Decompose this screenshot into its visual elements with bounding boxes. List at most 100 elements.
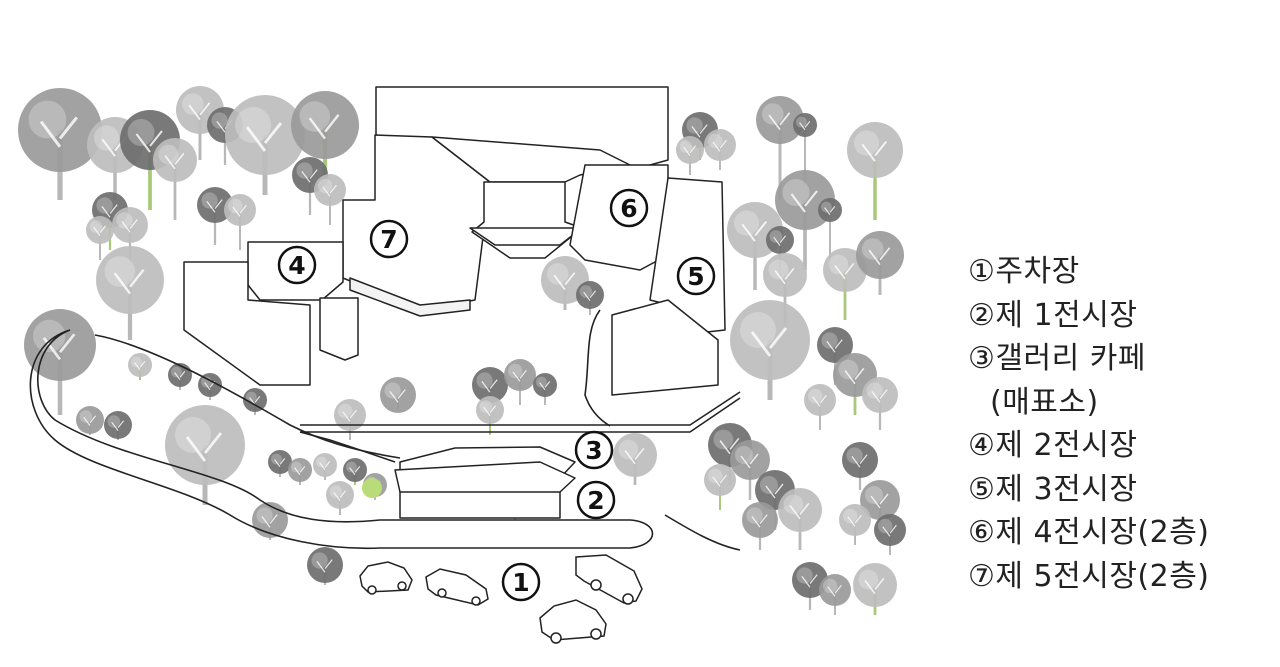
marker-cafe: 3	[574, 430, 614, 470]
path-upper-2	[300, 397, 741, 433]
tree-icon	[291, 91, 359, 185]
marker-gallery-1: 2	[576, 480, 616, 520]
tree-icon	[704, 464, 736, 510]
tree-icon	[243, 388, 267, 415]
access-road	[29, 329, 654, 550]
tree-icon	[778, 488, 822, 550]
tree-icon	[307, 547, 343, 585]
tree-icon	[819, 574, 851, 615]
tree-icon	[804, 384, 836, 430]
tree-icon	[504, 359, 536, 405]
marker-label: 3	[585, 436, 602, 465]
marker-gallery-5: 7	[369, 219, 409, 259]
car-icon	[425, 568, 489, 606]
tree-icon	[314, 174, 346, 225]
tree-icon	[96, 246, 164, 340]
legend-item-gallery-2: ④제 2전시장	[968, 428, 1138, 463]
tree-icon	[874, 514, 906, 555]
walkway	[584, 309, 611, 427]
east-curb	[664, 514, 741, 551]
tree-icon	[104, 411, 132, 440]
center-court	[471, 181, 583, 259]
tree-icon	[18, 88, 102, 200]
marker-gallery-2: 4	[277, 245, 317, 285]
center-steps	[469, 227, 583, 246]
tree-icon	[197, 187, 233, 245]
marker-label: 5	[687, 262, 704, 291]
tree-icon	[742, 502, 778, 550]
tree-icon	[76, 406, 104, 435]
map-legend: ①주차장 ②제 1전시장 ③갤러리 카페 (매표소) ④제 2전시장 ⑤제 3전…	[968, 250, 1268, 598]
marker-gallery-4: 6	[609, 188, 649, 228]
legend-item-ticket-office: (매표소)	[990, 384, 1099, 420]
tree-icon	[86, 216, 114, 260]
cars-layer	[359, 554, 643, 644]
tree-icon	[313, 453, 337, 480]
tree-icon	[792, 562, 828, 610]
marker-gallery-3: 5	[676, 256, 716, 296]
tree-icon	[128, 353, 152, 380]
tree-icon	[224, 194, 256, 250]
tree-icon	[225, 95, 305, 195]
annex-left	[183, 261, 311, 386]
tree-icon	[380, 377, 416, 413]
tree-icon	[198, 373, 222, 400]
tree-icon	[533, 373, 557, 405]
legend-item-gallery-5: ⑦제 5전시장(2층)	[968, 558, 1210, 594]
tree-icon	[847, 122, 903, 220]
car-icon	[359, 561, 413, 595]
tree-icon	[613, 433, 657, 485]
tree-icon	[476, 396, 504, 435]
tree-icon	[268, 450, 292, 477]
tree-icon	[168, 363, 192, 390]
tree-icon	[176, 86, 224, 160]
tree-icon	[756, 96, 804, 200]
road-inner	[94, 334, 401, 459]
buildings-layer	[183, 86, 726, 519]
legend-item-gallery-1: ②제 1전시장	[968, 297, 1138, 333]
trees-layer	[18, 86, 906, 615]
marker-parking: 1	[501, 562, 541, 602]
path-upper	[300, 391, 741, 426]
stairs	[299, 431, 396, 463]
tree-icon	[730, 440, 770, 500]
tree-icon	[856, 231, 904, 295]
tree-icon	[576, 281, 604, 315]
roads-layer	[29, 309, 741, 551]
legend-item-gallery-cafe: ③갤러리 카페	[968, 341, 1146, 376]
tree-icon	[853, 563, 897, 615]
tree-icon	[839, 504, 871, 545]
marker-label: 7	[380, 225, 397, 254]
cafe-roof	[394, 461, 576, 493]
tree-icon	[823, 248, 867, 320]
tree-icon	[472, 367, 508, 415]
tree-icon	[818, 198, 842, 270]
tree-icon	[343, 458, 367, 485]
tree-icon	[676, 136, 704, 175]
legend-item-gallery-3: ⑤제 3전시장	[968, 471, 1138, 507]
legend-item-parking: ①주차장	[968, 254, 1080, 289]
tree-icon	[165, 405, 245, 505]
marker-label: 6	[620, 194, 637, 223]
marker-label: 1	[512, 568, 529, 597]
tree-icon	[288, 458, 312, 485]
hatch-band	[349, 277, 471, 317]
tree-icon	[817, 327, 853, 385]
van-icon	[575, 554, 643, 605]
gallery-3-base	[611, 299, 719, 396]
tree-icon	[153, 138, 197, 220]
site-map: 1 2 3 4 5 6 7	[18, 86, 906, 644]
tree-icon	[252, 502, 288, 540]
marker-label: 2	[587, 486, 604, 515]
annex-small	[319, 297, 359, 361]
tree-icon	[362, 478, 382, 498]
tree-icon	[24, 309, 96, 415]
markers-layer: 1 2 3 4 5 6 7	[277, 188, 716, 602]
tree-icon	[704, 129, 736, 170]
tree-icon	[730, 300, 810, 400]
tree-icon	[334, 399, 366, 440]
legend-item-gallery-4: ⑥제 4전시장(2층)	[968, 515, 1210, 550]
tree-icon	[842, 442, 878, 490]
marker-label: 4	[288, 251, 305, 280]
tree-icon	[862, 377, 898, 430]
